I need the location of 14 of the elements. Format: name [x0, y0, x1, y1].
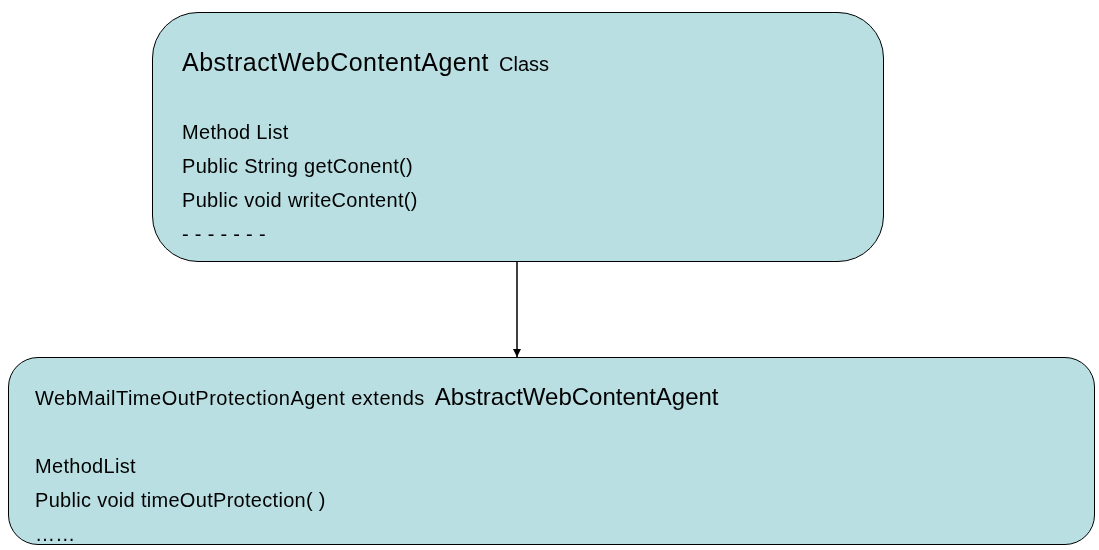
method-text: MethodList [35, 454, 136, 479]
method-text: - - - - - - - [182, 222, 266, 247]
method-text: Public void writeContent() [182, 188, 418, 213]
class-name: AbstractWebContentAgent [434, 382, 719, 412]
class-box [152, 12, 884, 262]
method-text: Public void timeOutProtection( ) [35, 488, 326, 513]
class-name: WebMailTimeOutProtectionAgent extends [35, 386, 425, 411]
method-text: …… [35, 522, 76, 547]
class-name: AbstractWebContentAgent [182, 47, 490, 78]
arrow [513, 261, 521, 358]
method-text: Method List [182, 120, 289, 145]
class-box [8, 357, 1095, 545]
method-text: Public String getConent() [182, 154, 413, 179]
class-name: Class [499, 52, 550, 77]
